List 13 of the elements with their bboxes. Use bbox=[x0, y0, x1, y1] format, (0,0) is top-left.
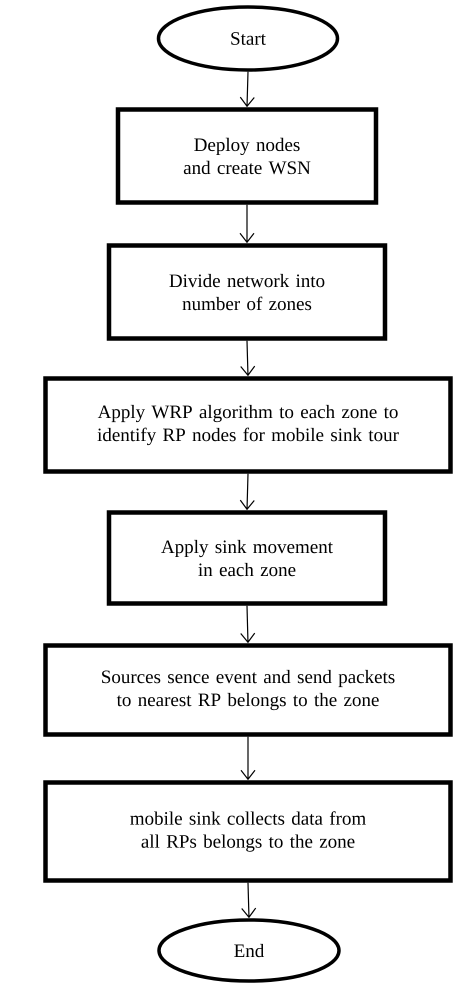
arrow bbox=[240, 474, 255, 510]
process-box: Deploy nodes and create WSN bbox=[116, 107, 378, 205]
process-box: Sources sence event and send packets to nearest RP belongs to the zone bbox=[43, 643, 453, 737]
process-box: mobile sink collects data from all RPs belongs to the zone bbox=[43, 780, 453, 883]
process-box: Apply sink movement in each zone bbox=[106, 510, 388, 606]
arrow bbox=[240, 736, 256, 780]
arrow bbox=[241, 882, 256, 918]
arrow bbox=[240, 72, 255, 108]
arrow bbox=[240, 204, 254, 244]
process-box: Divide network into number of zones bbox=[106, 243, 388, 341]
process-box: Apply WRP algorithm to each zone to identify RP nodes for mobile sink tour bbox=[43, 376, 453, 474]
arrow bbox=[240, 606, 256, 644]
arrow bbox=[240, 340, 256, 376]
